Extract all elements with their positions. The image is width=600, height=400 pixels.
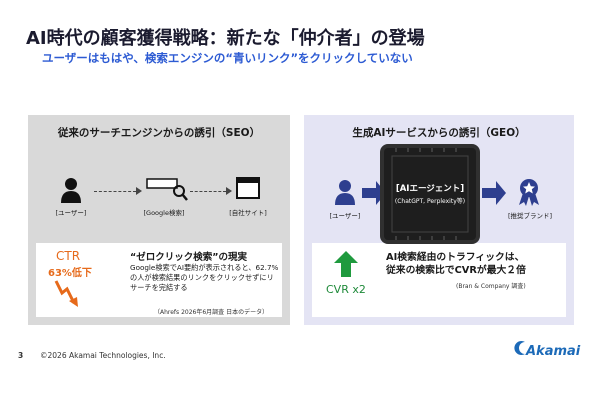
cvr-label: CVR x2: [326, 283, 366, 296]
geo-arrow-2-head: [496, 181, 506, 205]
node-label-user: [ユーザー]: [55, 209, 87, 217]
ai-agent-chip: [AIエージェント] (ChatGPT, Perplexity等): [384, 148, 476, 240]
akamai-logo: Akamai: [526, 344, 581, 359]
slide-subtitle: ユーザーはもはや、検索エンジンの“青いリンク”をクリックしていない: [42, 51, 413, 65]
geo-panel-title: 生成AIサービスからの誘引（GEO）: [352, 127, 526, 139]
zero-click-source: （Ahrefs 2026年6月調査 日本のデータ）: [154, 309, 269, 316]
user-icon-blue: [334, 179, 356, 209]
geo-title-line2: 従来の検索比でCVRが最大２倍: [386, 265, 526, 276]
copyright: ©2026 Akamai Technologies, Inc.: [40, 351, 166, 360]
geo-cvr-box: CVR x2 AI検索経由のトラフィックは、 従来の検索比でCVRが最大２倍 (…: [312, 243, 566, 317]
geo-arrow-1-shaft: [362, 188, 376, 198]
browser-window-icon: [236, 177, 260, 203]
chip-title: [AIエージェント]: [395, 184, 465, 194]
geo-node-label-brand: [推奨ブランド]: [507, 212, 553, 220]
chip-subtitle: (ChatGPT, Perplexity等): [394, 198, 466, 205]
flow-line-1: [94, 191, 136, 192]
geo-title-line1: AI検索経由のトラフィックは、: [386, 252, 525, 263]
geo-node-label-user: [ユーザー]: [329, 212, 361, 220]
user-icon: [60, 177, 82, 207]
chip-pins: [384, 148, 476, 240]
slide-title: AI時代の顧客獲得戦略：新たな「仲介者」の登場: [26, 28, 425, 49]
flow-arrowhead-2: [226, 187, 232, 195]
node-label-site: [自社サイト]: [229, 209, 267, 217]
ctr-label: CTR: [56, 249, 81, 263]
node-label-google: [Google検索]: [143, 209, 185, 217]
down-trend-arrow-icon: [54, 279, 80, 313]
geo-arrow-2-shaft: [482, 188, 496, 198]
page-number: 3: [18, 351, 24, 360]
zero-click-title: “ゼロクリック検索”の現実: [130, 252, 247, 263]
flow-line-2: [190, 191, 226, 192]
zero-click-body: Google検索でAI要約が表示されると、62.7%の人が検索結果のリンクをクリ…: [130, 263, 279, 292]
ribbon-badge-icon: [514, 177, 544, 211]
seo-panel: 従来のサーチエンジンからの誘引（SEO） [ユーザー] [Google検索] […: [28, 115, 290, 325]
seo-panel-title: 従来のサーチエンジンからの誘引（SEO）: [57, 127, 261, 139]
akamai-logo-icon: [512, 340, 528, 360]
geo-source: (Bran & Company 調査): [456, 283, 526, 290]
ctr-drop-value: 63%低下: [48, 268, 92, 279]
geo-arrow-1-head: [376, 181, 386, 205]
flow-arrowhead-1: [136, 187, 142, 195]
zero-click-box: CTR 63%低下 “ゼロクリック検索”の現実 Google検索でAI要約が表示…: [36, 243, 282, 317]
search-bar-icon: [146, 177, 190, 207]
up-arrow-icon: [334, 251, 358, 281]
